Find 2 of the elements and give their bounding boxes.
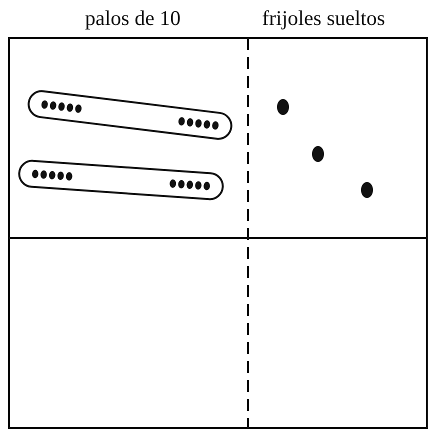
column-heading: frijoles sueltos [262, 6, 386, 31]
column-heading: palos de 10 [85, 6, 181, 31]
